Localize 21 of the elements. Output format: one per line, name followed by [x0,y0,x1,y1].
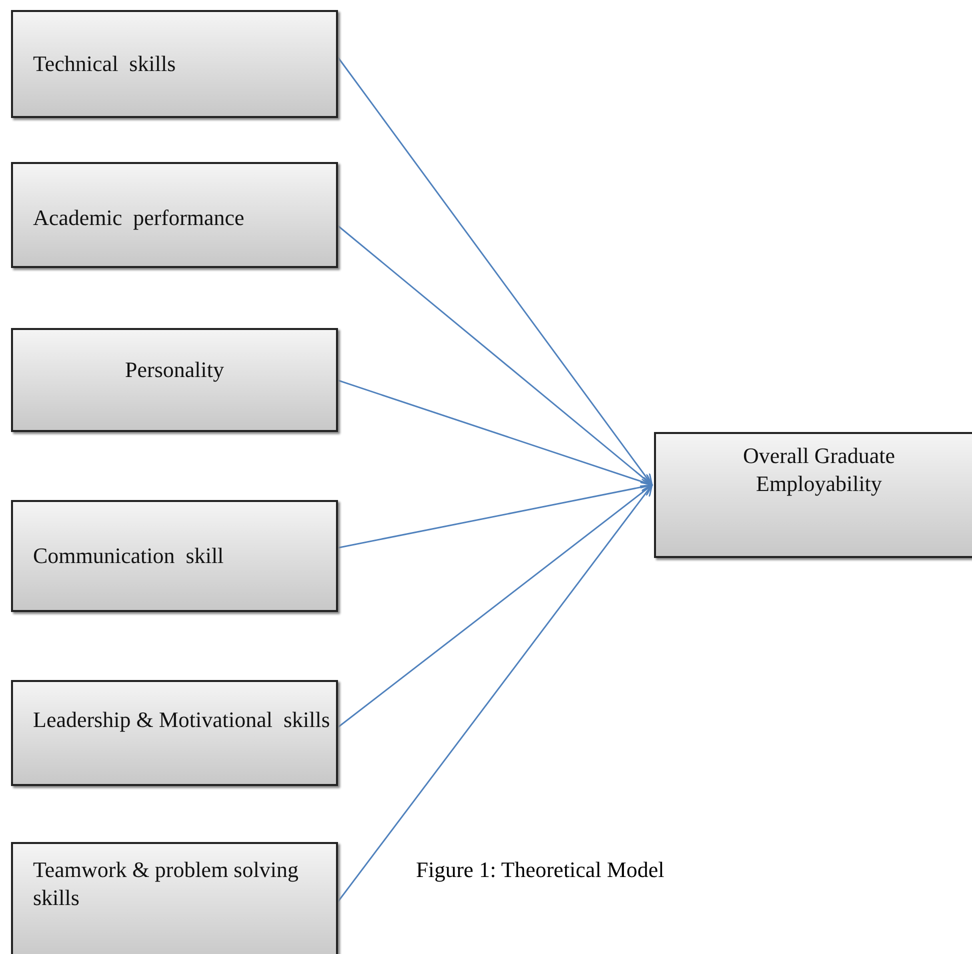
process-box [11,500,338,612]
process-box [11,328,338,432]
arrow [336,482,653,549]
process-box [11,162,338,268]
arrow [336,484,653,729]
box-label: Academic performance [33,204,246,232]
box-label: Technical skills [33,50,177,78]
box-label: Overall Graduate Employability [742,442,896,498]
arrow [336,379,653,488]
box-label: Teamwork & problem solving skills [33,856,300,912]
process-box [11,680,338,786]
process-box [654,432,972,558]
process-box [11,10,338,118]
arrow [336,56,653,486]
arrow [336,484,653,904]
box-label: Communication skill [33,542,225,570]
process-box [11,842,338,954]
box-label: Personality [124,356,225,384]
figure-caption: Figure 1: Theoretical Model [416,857,664,883]
arrow [336,224,653,486]
box-label: Leadership & Motivational skills [33,706,331,734]
